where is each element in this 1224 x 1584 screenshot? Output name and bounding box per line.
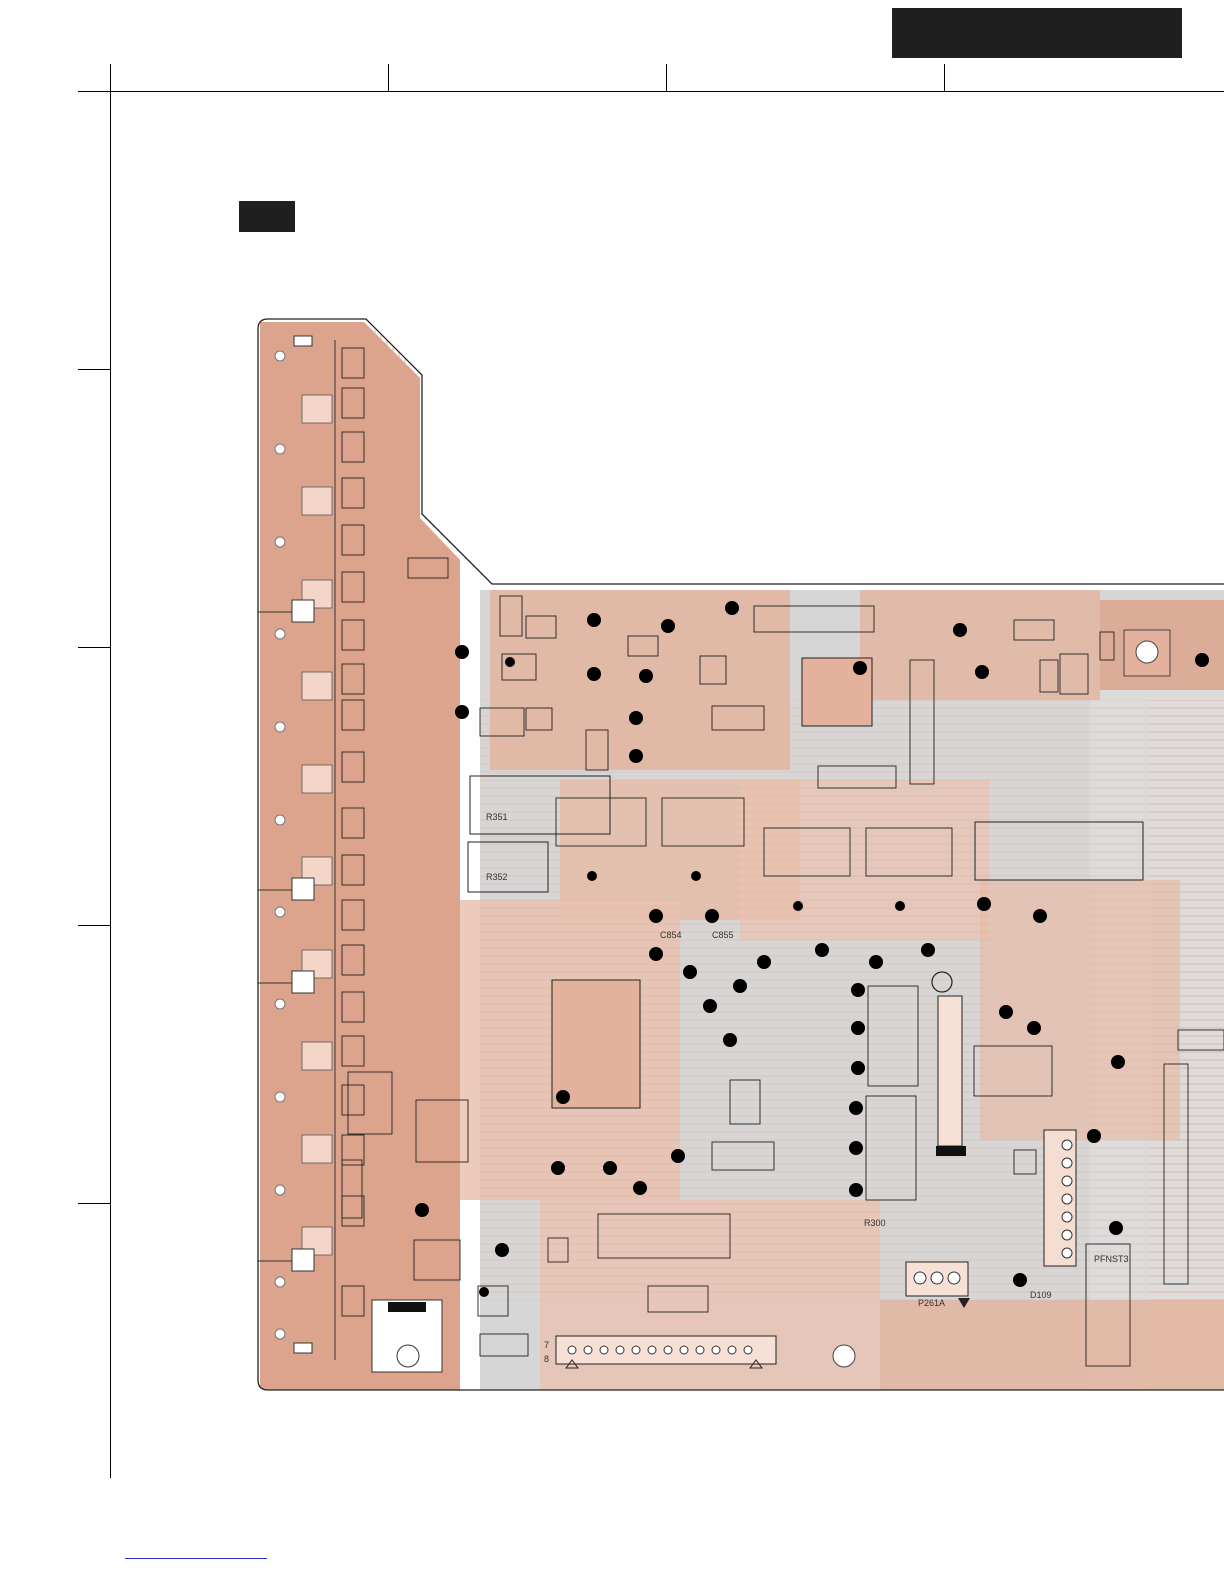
label-pfnst3: PFNST3 [1094,1254,1129,1264]
left-copper-pour [260,322,460,1390]
pin-label-7: 7 [544,1340,549,1350]
label-c854: C854 [660,930,682,940]
pin-label-8: 8 [544,1354,549,1364]
mounting-hole-icon-top [1136,641,1158,663]
label-c855: C855 [712,930,734,940]
label-r351: R351 [486,812,508,822]
mounting-hole-icon [833,1345,855,1367]
label-d109: D109 [1030,1290,1052,1300]
bottom-link-underline[interactable] [125,1558,267,1559]
dc-jack [372,1300,442,1372]
ic-large-dip [552,980,640,1108]
label-p261a: P261A [918,1298,945,1308]
label-r352: R352 [486,872,508,882]
label-r300: R300 [864,1218,886,1228]
